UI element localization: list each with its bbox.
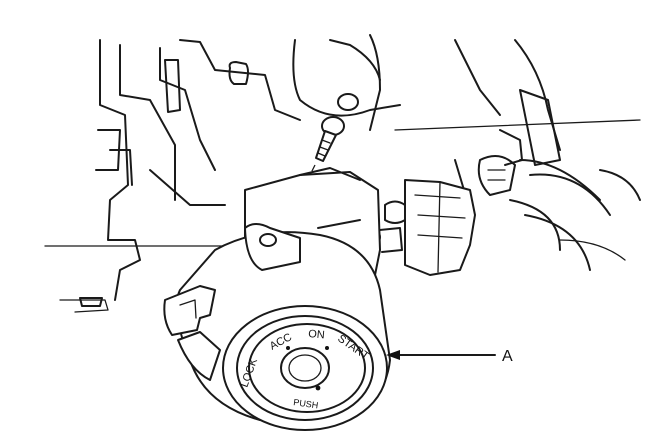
key-position-push: PUSH xyxy=(293,397,319,410)
key-position-on: ON xyxy=(308,328,326,341)
connector-icon xyxy=(379,179,476,276)
screw-icon xyxy=(284,116,345,226)
dashboard-background xyxy=(44,34,641,313)
ignition-lock-cylinder-icon: LOCK ACC ON START PUSH xyxy=(163,223,391,431)
callout-label: A xyxy=(502,348,513,365)
callout-a: A xyxy=(386,348,513,365)
